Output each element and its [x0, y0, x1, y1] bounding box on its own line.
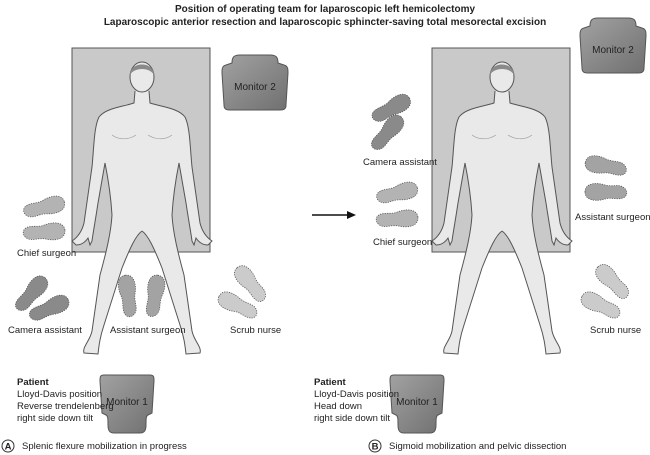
- panel-letter: B: [372, 442, 379, 453]
- scrub-nurse-label: Scrub nurse: [230, 325, 281, 336]
- monitor-1-label: Monitor 1: [396, 397, 438, 408]
- panel-letter-badge: [368, 439, 382, 453]
- camera-assistant-label: Camera assistant: [363, 157, 437, 168]
- assistant-surgeon-label: Assistant surgeon: [110, 325, 186, 336]
- monitor-1-label: Monitor 1: [106, 397, 148, 408]
- panel-caption: Splenic flexure mobilization in progress: [22, 441, 187, 452]
- chief-surgeon-label: Chief surgeon: [373, 237, 432, 248]
- patient-info: Patient Lloyd-Davis position Reverse tre…: [17, 377, 114, 424]
- patient-line: Lloyd-Davis position: [17, 389, 102, 400]
- patient-line: right side down tilt: [17, 413, 93, 424]
- panel-letter-badge: [1, 439, 15, 453]
- title-line-1: Position of operating team for laparosco…: [175, 4, 475, 15]
- patient-line: Head down: [314, 401, 362, 412]
- camera-assistant-label: Camera assistant: [8, 325, 82, 336]
- assistant-surgeon-footprints: [116, 273, 167, 319]
- monitor-2: Monitor 2: [221, 54, 289, 111]
- panel-letter: A: [5, 442, 12, 453]
- scrub-nurse-label: Scrub nurse: [590, 325, 641, 336]
- monitor-1: Monitor 1: [99, 374, 155, 434]
- chief-surgeon-label: Chief surgeon: [17, 248, 76, 259]
- patient-line: right side down tilt: [314, 413, 390, 424]
- panel-b: Monitor 2 Monitor 1 Camera assistant Chi…: [314, 17, 650, 453]
- assistant-surgeon-footprints: [583, 153, 629, 201]
- panel-a: Monitor 2 Monitor 1 Chief surgeon Camera…: [1, 47, 289, 453]
- chief-surgeon-footprints: [374, 179, 420, 230]
- patient-heading: Patient: [17, 377, 50, 388]
- camera-assistant-footprints: [367, 90, 414, 155]
- patient-line: Reverse trendelenberg: [17, 401, 114, 412]
- scrub-nurse-footprints: [214, 261, 271, 323]
- title-line-2: Laparoscopic anterior resection and lapa…: [104, 17, 546, 28]
- camera-assistant-footprints: [11, 271, 73, 326]
- monitor-2: Monitor 2: [579, 17, 647, 74]
- monitor-1: Monitor 1: [389, 374, 445, 434]
- scrub-nurse-footprints: [577, 260, 634, 323]
- assistant-surgeon-label: Assistant surgeon: [575, 212, 650, 223]
- monitor-2-label: Monitor 2: [234, 82, 276, 93]
- chief-surgeon-footprints: [21, 193, 67, 243]
- arrow-icon: [312, 211, 356, 219]
- panel-caption: Sigmoid mobilization and pelvic dissecti…: [389, 441, 566, 452]
- patient-heading: Patient: [314, 377, 347, 388]
- patient-line: Lloyd-Davis position: [314, 389, 399, 400]
- patient-info: Patient Lloyd-Davis position Head down r…: [314, 377, 399, 424]
- monitor-2-label: Monitor 2: [592, 45, 634, 56]
